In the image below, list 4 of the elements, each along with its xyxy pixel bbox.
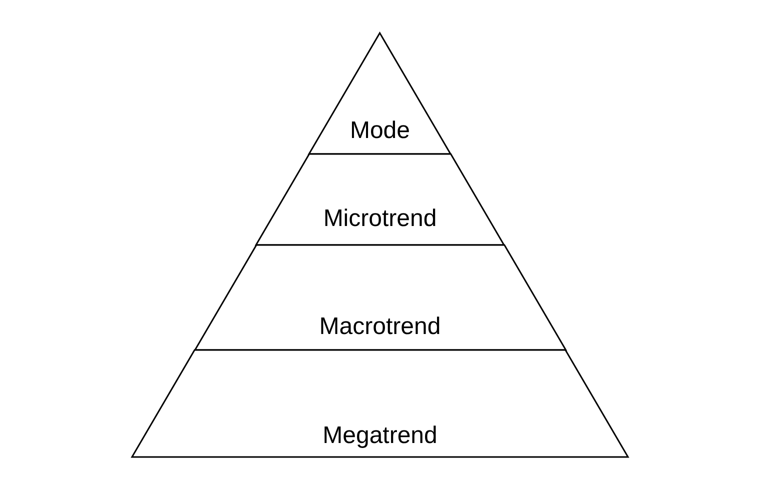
- tier-label: Microtrend: [323, 205, 437, 233]
- tier-label: Macrotrend: [319, 313, 441, 341]
- tier-label: Mode: [350, 117, 410, 145]
- tier-label: Megatrend: [322, 422, 438, 450]
